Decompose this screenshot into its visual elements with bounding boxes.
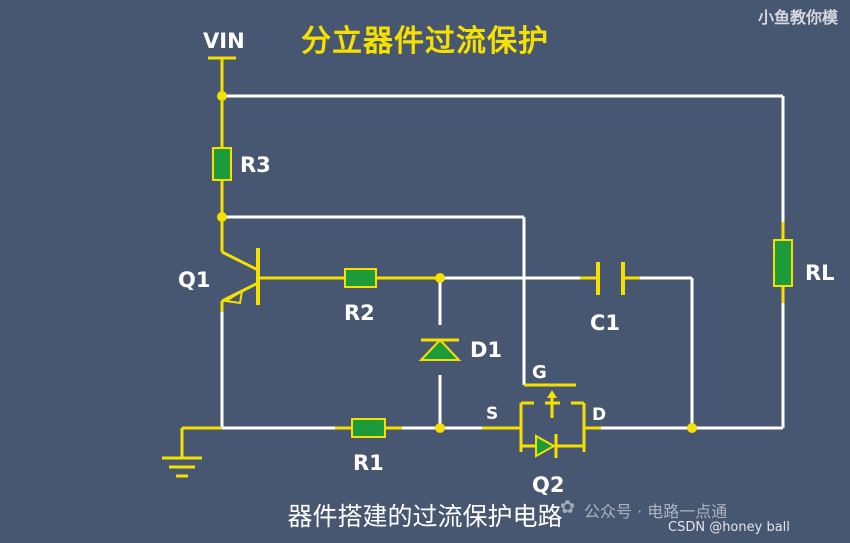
lead-group: [162, 56, 785, 478]
c1-label: C1: [590, 311, 620, 335]
channel-name: 小鱼教你模: [758, 8, 839, 27]
r3-label: R3: [240, 153, 271, 177]
r2-resistor: [344, 268, 377, 288]
junction-dot: [217, 91, 227, 101]
junction-dot: [687, 423, 697, 433]
r3-resistor: [212, 147, 232, 181]
q1-collector: [221, 250, 259, 272]
drain-label: D: [592, 405, 606, 425]
diagram-title: 分立器件过流保护: [301, 24, 549, 59]
q2-body-diode: [535, 434, 557, 458]
wire-group: [220, 94, 785, 430]
junction-dot: [435, 423, 445, 433]
r1-label: R1: [353, 451, 384, 475]
d1-diode: [418, 338, 462, 361]
gate-label: G: [532, 362, 547, 383]
junction-dot: [435, 273, 445, 283]
watermark-site: CSDN @honey ball: [668, 520, 790, 535]
source-label: S: [486, 404, 498, 424]
q1-label: Q1: [178, 268, 210, 292]
watermark-account: 公众号 · 电路一点通: [584, 502, 728, 521]
q2-arrow-head: [547, 390, 557, 398]
junction-dots: [217, 91, 697, 433]
rl-label: RL: [805, 261, 835, 285]
label-group: VIN R3 Q1 R2 D1 C1 RL R1 Q2 G S D: [178, 29, 835, 497]
wechat-icon: ✿: [560, 497, 576, 518]
q2-label: Q2: [532, 473, 564, 497]
r2-label: R2: [344, 301, 375, 325]
vin-label: VIN: [203, 29, 245, 53]
q1-emitter-arrow: [223, 288, 244, 305]
subtitle-caption: 器件搭建的过流保护电路: [287, 502, 563, 531]
rl-resistor: [773, 239, 793, 287]
junction-dot: [217, 212, 227, 222]
d1-label: D1: [470, 338, 502, 362]
r1-resistor: [351, 418, 386, 438]
